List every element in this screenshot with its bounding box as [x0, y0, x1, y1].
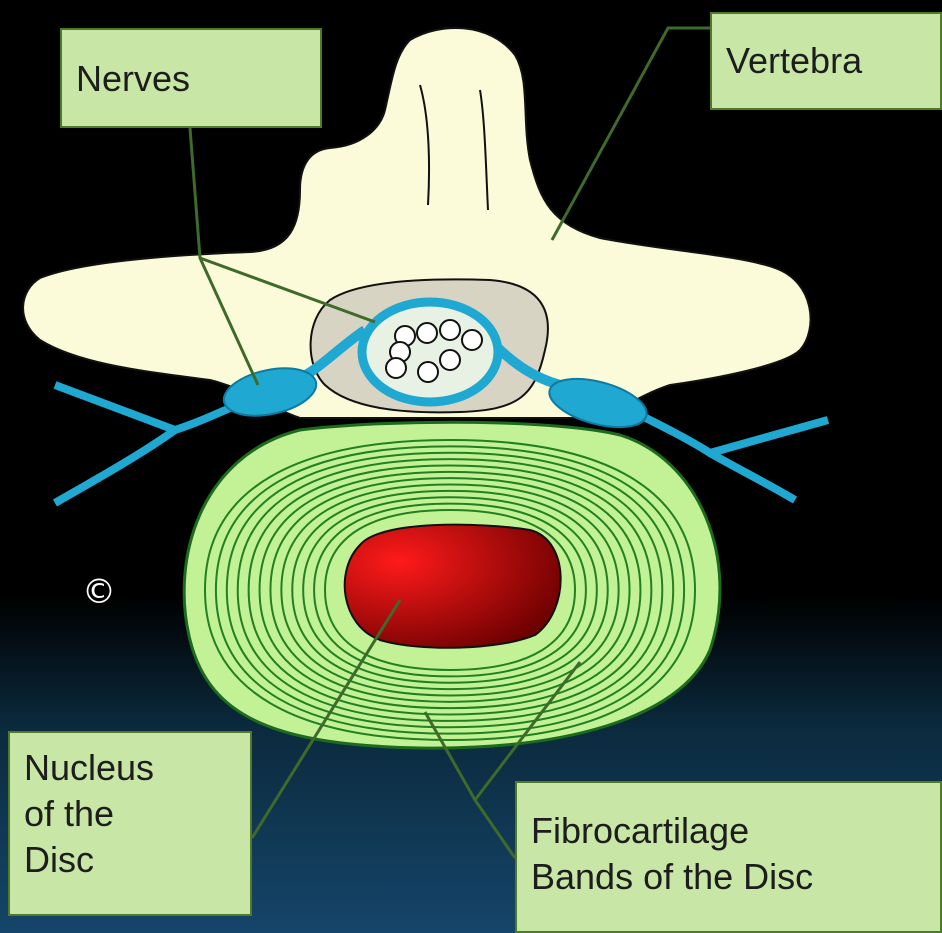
nerve-fiber [418, 362, 438, 382]
label-fibrocartilage-text: Fibrocartilage Bands of the Disc [531, 808, 926, 900]
nerve-right-branch [630, 410, 828, 453]
spinal-cord-sheath [362, 302, 498, 402]
label-nucleus: Nucleus of the Disc [8, 731, 252, 916]
nerve-fiber [462, 330, 482, 350]
copyright-symbol: © [82, 572, 116, 612]
label-nerves: Nerves [60, 28, 322, 128]
label-vertebra-text: Vertebra [726, 38, 926, 84]
label-nucleus-text: Nucleus of the Disc [24, 745, 236, 883]
label-fibrocartilage: Fibrocartilage Bands of the Disc [515, 781, 942, 933]
nerve-right-branch-lower [710, 453, 795, 500]
nerve-fiber [440, 320, 460, 340]
nerve-fiber [417, 323, 437, 343]
label-nerves-text: Nerves [76, 56, 306, 102]
nerve-fiber [386, 358, 406, 378]
disc-nucleus [345, 525, 561, 648]
nerve-left-branch-lower [55, 430, 175, 503]
leader-line-vertebra [552, 28, 710, 240]
nerve-fiber [440, 350, 460, 370]
label-vertebra: Vertebra [710, 12, 942, 110]
